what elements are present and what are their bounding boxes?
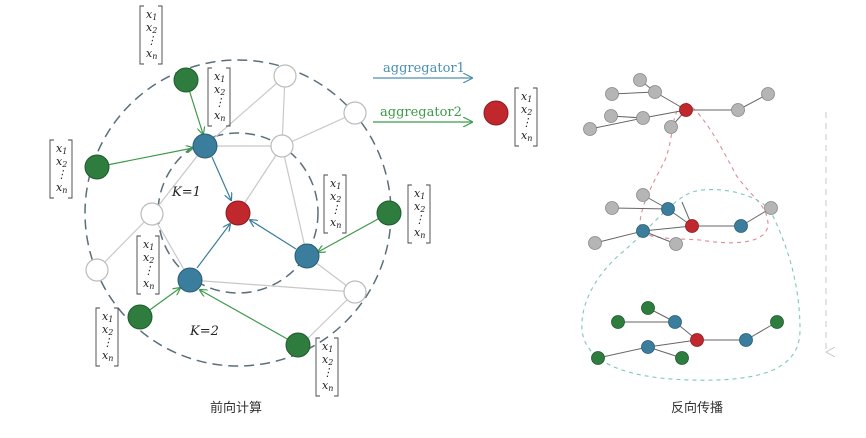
svg-text:⋮: ⋮ xyxy=(214,96,225,109)
svg-text:x2: x2 xyxy=(56,155,67,169)
svg-text:x1: x1 xyxy=(414,187,425,201)
aggregator1-label: aggregator1 xyxy=(383,61,465,76)
svg-text:xn: xn xyxy=(322,379,333,393)
k1-label: K=1 xyxy=(171,185,201,200)
svg-text:x2: x2 xyxy=(143,251,154,265)
aggregated-node xyxy=(483,100,509,126)
svg-text:x2: x2 xyxy=(102,323,113,337)
svg-text:x1: x1 xyxy=(521,90,532,104)
svg-text:xn: xn xyxy=(146,47,157,61)
backward-caption: 反向传播 xyxy=(671,400,723,416)
svg-text:⋮: ⋮ xyxy=(146,34,157,47)
svg-text:⋮: ⋮ xyxy=(414,213,425,226)
other-nodes xyxy=(85,64,367,304)
forward-graph: K=1 K=2 xyxy=(84,59,402,367)
svg-text:xn: xn xyxy=(521,129,532,143)
svg-text:x1: x1 xyxy=(56,142,67,156)
svg-text:xn: xn xyxy=(143,277,154,291)
svg-text:xn: xn xyxy=(330,216,341,230)
feature-vectors: x1x2⋮xnx1x2⋮xnx1x2⋮xnx1x2⋮xnx1x2⋮xnx1x2⋮… xyxy=(49,5,538,397)
svg-text:x2: x2 xyxy=(521,103,532,117)
top-subgraph xyxy=(583,73,775,136)
svg-text:xn: xn xyxy=(414,226,425,240)
k1-dashed-circle xyxy=(157,132,319,294)
svg-text:x1: x1 xyxy=(322,340,333,354)
red-dashed-region xyxy=(639,102,769,244)
svg-text:⋮: ⋮ xyxy=(330,203,341,216)
svg-text:xn: xn xyxy=(56,181,67,195)
green-edges xyxy=(96,79,390,346)
svg-text:x2: x2 xyxy=(214,83,225,97)
svg-text:⋮: ⋮ xyxy=(56,168,67,181)
svg-text:x1: x1 xyxy=(143,238,154,252)
k2-label: K=2 xyxy=(189,324,219,339)
backward-graph xyxy=(581,73,826,381)
teal-dashed-region xyxy=(581,189,801,381)
target-node xyxy=(225,200,251,226)
svg-text:x2: x2 xyxy=(146,21,157,35)
svg-text:x1: x1 xyxy=(146,8,157,22)
svg-text:⋮: ⋮ xyxy=(521,116,532,129)
svg-text:⋮: ⋮ xyxy=(143,264,154,277)
forward-caption: 前向计算 xyxy=(210,400,262,416)
svg-text:xn: xn xyxy=(214,109,225,123)
middle-subgraph xyxy=(588,188,778,251)
hop2-nodes xyxy=(84,67,402,358)
svg-text:x2: x2 xyxy=(330,190,341,204)
svg-text:⋮: ⋮ xyxy=(102,336,113,349)
hop1-nodes xyxy=(177,133,320,293)
svg-text:x2: x2 xyxy=(322,353,333,367)
bottom-subgraph xyxy=(591,301,784,365)
aggregator2-label: aggregator2 xyxy=(380,105,462,120)
svg-text:x1: x1 xyxy=(102,310,113,324)
svg-text:x2: x2 xyxy=(414,200,425,214)
svg-text:x1: x1 xyxy=(214,70,225,84)
svg-text:xn: xn xyxy=(102,349,113,363)
aggregators: aggregator1 aggregator2 xyxy=(373,61,509,126)
blue-edges xyxy=(196,156,297,269)
svg-text:⋮: ⋮ xyxy=(322,366,333,379)
svg-text:x1: x1 xyxy=(330,177,341,191)
